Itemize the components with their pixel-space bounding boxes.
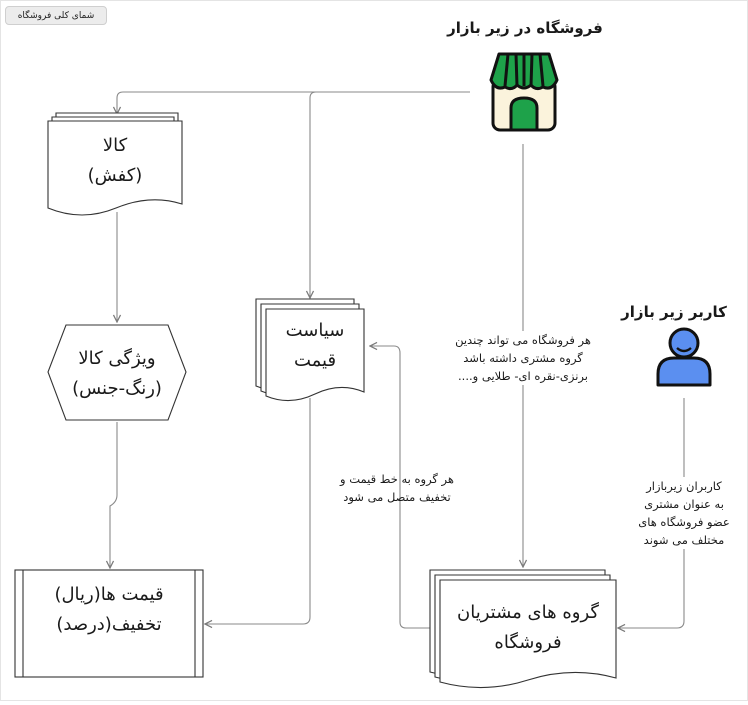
- node-groups-line1: گروه های مشتریان: [457, 602, 599, 623]
- diagram-tab[interactable]: شمای کلی فروشگاه: [5, 6, 107, 25]
- edge-store-to-product: [117, 91, 470, 114]
- edge-store-to-pricing: [310, 91, 317, 298]
- note-user-groups-line4: مختلف می شوند: [643, 533, 725, 547]
- node-feature-line2: (رنگ-جنس): [72, 378, 162, 399]
- node-pricing-line2: قیمت: [293, 350, 337, 371]
- node-feature: ویژگی کالا (رنگ-جنس): [48, 344, 186, 404]
- node-price-line1: قیمت ها(ریال): [54, 584, 164, 605]
- node-groups: گروه های مشتریان فروشگاه: [440, 598, 616, 658]
- note-store-groups-line2: گروه مشتری داشته باشد: [463, 351, 583, 365]
- store-title: فروشگاه در زیر بازار: [447, 19, 603, 37]
- note-user-groups-line2: به عنوان مشتری: [644, 497, 724, 511]
- user-icon: [656, 327, 712, 387]
- node-groups-shape: [429, 569, 617, 689]
- node-price: قیمت ها(ریال) تخفیف(درصد): [23, 580, 195, 640]
- note-store-groups: هر فروشگاه می تواند چندین گروه مشتری داش…: [440, 331, 606, 385]
- edge-pricing-to-price: [205, 398, 311, 624]
- note-user-groups-line1: کاربران زیربازار: [646, 479, 722, 493]
- user-title: کاربر زیر بازار: [621, 303, 727, 321]
- node-product-line2: (کفش): [87, 165, 143, 186]
- node-product: کالا (کفش): [48, 131, 182, 191]
- node-pricing-shape: [255, 298, 365, 402]
- node-product-shape: [47, 112, 183, 216]
- node-feature-shape: [47, 324, 187, 421]
- note-user-groups: کاربران زیربازار به عنوان مشتری عضو فروش…: [628, 477, 740, 549]
- note-group-pricing-line2: تخفیف متصل می شود: [343, 490, 451, 504]
- note-group-pricing-line1: هر گروه به خط قیمت و: [340, 472, 454, 486]
- node-price-shape: [14, 569, 204, 678]
- node-pricing: سیاست قیمت: [266, 316, 364, 376]
- node-groups-line2: فروشگاه: [494, 632, 562, 653]
- note-user-groups-line3: عضو فروشگاه های: [638, 515, 730, 529]
- node-pricing-line1: سیاست: [285, 320, 345, 341]
- node-price-line2: تخفیف(درصد): [56, 614, 162, 635]
- store-icon: [489, 52, 559, 132]
- node-feature-line1: ویژگی کالا: [78, 348, 156, 369]
- note-store-groups-line3: برنزی-نقره ای- طلایی و....: [458, 369, 588, 383]
- edge-user-to-groups: [618, 398, 685, 628]
- edge-groups-to-pricing: [370, 346, 430, 629]
- node-product-line1: کالا: [102, 135, 128, 156]
- note-store-groups-line1: هر فروشگاه می تواند چندین: [455, 333, 591, 347]
- edge-feature-to-price: [110, 422, 118, 568]
- note-group-pricing: هر گروه به خط قیمت و تخفیف متصل می شود: [330, 470, 464, 506]
